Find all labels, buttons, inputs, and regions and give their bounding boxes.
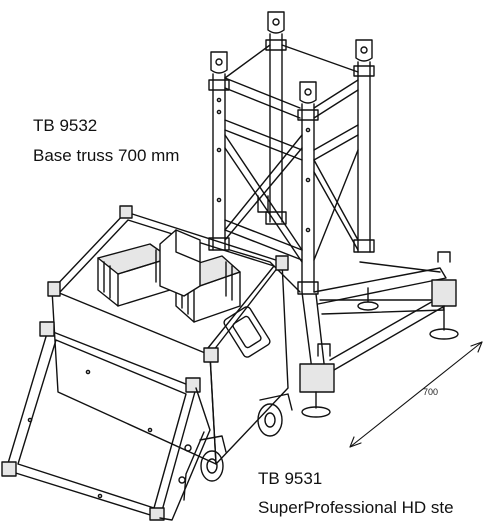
case-contents <box>98 230 240 322</box>
base-truss-tower <box>209 12 374 294</box>
base-outriggers <box>230 196 458 417</box>
flightcase-lid <box>2 322 210 520</box>
dimension-value: 700 <box>423 387 439 397</box>
flightcase <box>48 206 292 481</box>
flightcase-description: SuperProfessional HD ste <box>258 498 454 517</box>
base-truss-description: Base truss 700 mm <box>33 146 180 165</box>
flightcase-code: TB 9531 <box>258 469 323 488</box>
base-truss-code: TB 9532 <box>33 116 98 135</box>
dimension-arrow <box>350 342 482 447</box>
